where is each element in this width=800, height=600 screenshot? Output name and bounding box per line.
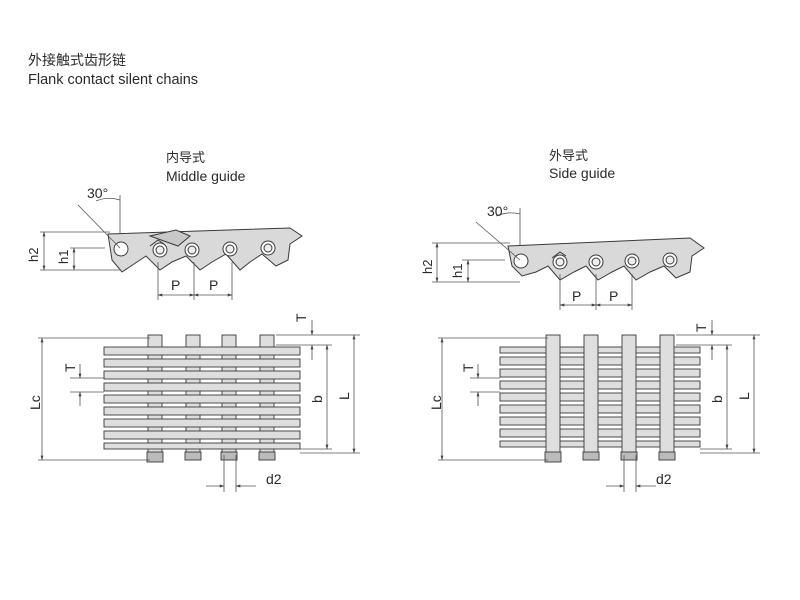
middle-guide-side-view: [107, 227, 303, 273]
lc-label-left: Lc: [27, 395, 43, 410]
h1-label-right: h1: [450, 264, 465, 278]
pitch-label-left-2: P: [209, 277, 218, 293]
side-guide-label-zh: 外导式: [549, 149, 589, 164]
side-guide-side-view: [507, 237, 705, 281]
title-chinese: 外接触式齿形链: [28, 53, 126, 69]
l-label-left: L: [336, 392, 352, 400]
middle-guide-top-view: [103, 334, 301, 463]
side-guide-top-dims: [438, 320, 760, 492]
d2-label-right: d2: [656, 471, 672, 487]
pitch-label-right-1: P: [572, 288, 581, 304]
middle-guide-label-zh: 内导式: [166, 151, 206, 166]
b-label-right: b: [709, 395, 725, 403]
title-english: Flank contact silent chains: [28, 72, 199, 88]
lc-label-right: Lc: [428, 395, 444, 410]
t-label-right-inner: T: [460, 363, 476, 372]
middle-guide-top-dims: [38, 320, 360, 492]
h2-label-left: h2: [26, 248, 41, 262]
angle-label-right: 30°: [487, 203, 508, 219]
side-guide-side-dims: [432, 208, 633, 310]
h2-label-right: h2: [420, 260, 435, 274]
side-guide-label-en: Side guide: [549, 165, 616, 181]
t-label-right-outer: T: [693, 323, 709, 332]
middle-guide-label-en: Middle guide: [166, 168, 246, 184]
pitch-label-left-1: P: [171, 277, 180, 293]
side-guide-top-view: [499, 334, 701, 463]
pitch-label-right-2: P: [609, 288, 618, 304]
middle-guide-side-dims: [40, 195, 233, 300]
t-label-left-outer: T: [293, 313, 309, 322]
d2-label-left: d2: [266, 471, 282, 487]
h1-label-left: h1: [56, 250, 71, 264]
b-label-left: b: [309, 395, 325, 403]
l-label-right: L: [736, 392, 752, 400]
t-label-left-inner: T: [62, 363, 78, 372]
angle-label-left: 30°: [87, 185, 108, 201]
